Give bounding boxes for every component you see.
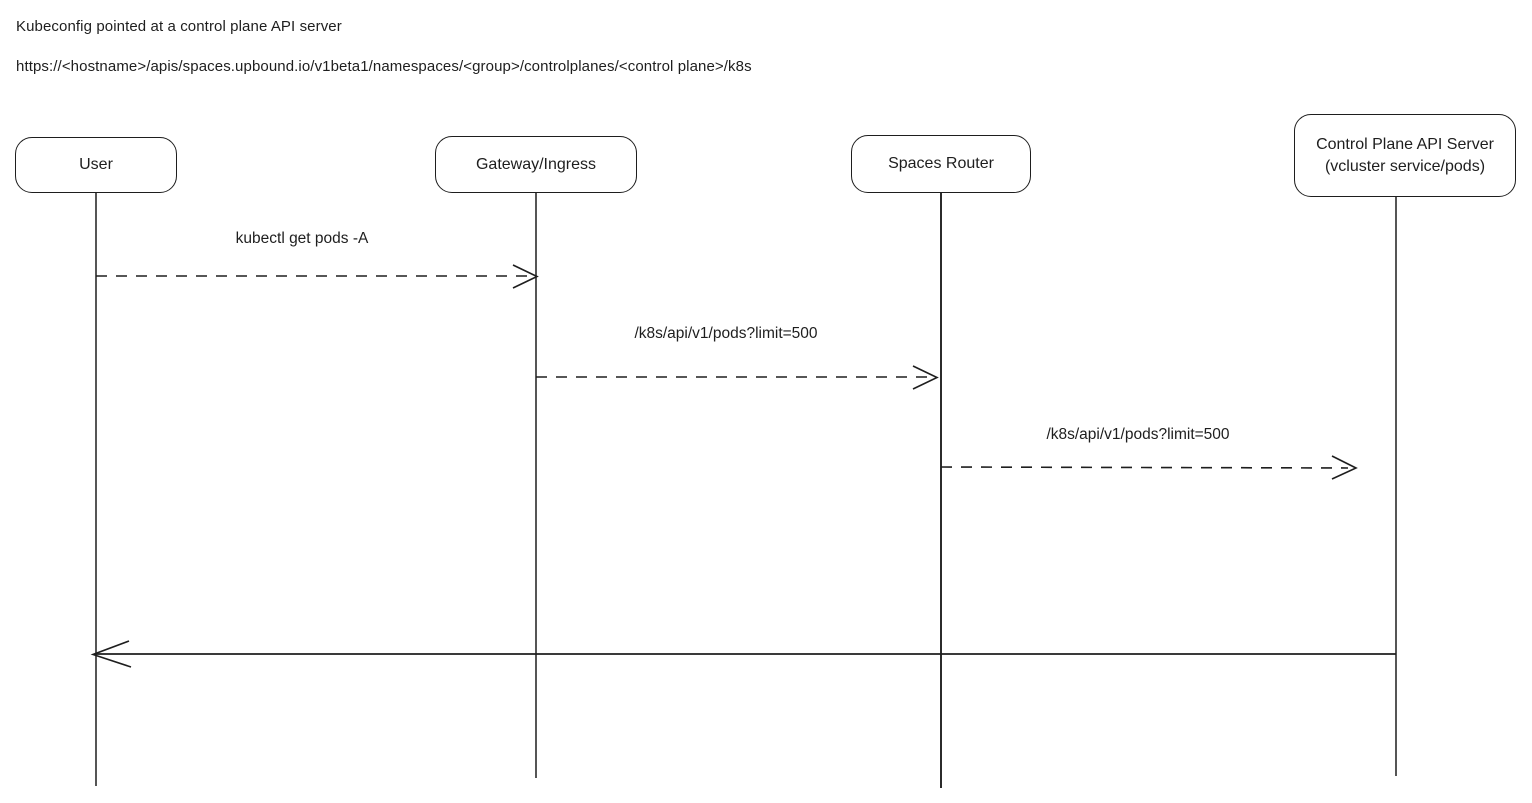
- actor-label: Spaces Router: [888, 155, 994, 173]
- actor-label: Gateway/Ingress: [475, 155, 597, 173]
- actor-label: User: [79, 156, 113, 174]
- message-arrow-2-head: [912, 365, 939, 390]
- message-label-k8s-api-pods-1: /k8s/api/v1/pods?limit=500: [634, 325, 818, 342]
- diagram-note-title: Kubeconfig pointed at a control plane AP…: [16, 18, 342, 35]
- actor-box-spaces-router: Spaces Router: [851, 135, 1031, 193]
- message-label-k8s-api-pods-2: /k8s/api/v1/pods?limit=500: [1046, 426, 1230, 443]
- actor-box-control-plane-api-server: Control Plane API Server (vcluster servi…: [1294, 114, 1516, 197]
- message-arrow-1-head: [512, 264, 539, 289]
- message-label-kubectl-get-pods: kubectl get pods -A: [235, 230, 369, 247]
- return-arrow-head: [90, 640, 132, 668]
- actor-label: Control Plane API Server: [1316, 135, 1494, 153]
- message-arrow-3-line: [940, 466, 1349, 469]
- actor-box-user: User: [15, 137, 177, 193]
- message-arrow-3-head: [1331, 455, 1358, 480]
- diagram-note-url: https://<hostname>/apis/spaces.upbound.i…: [16, 58, 752, 75]
- actor-sublabel: (vcluster service/pods): [1324, 157, 1486, 175]
- actor-box-gateway-ingress: Gateway/Ingress: [435, 136, 637, 193]
